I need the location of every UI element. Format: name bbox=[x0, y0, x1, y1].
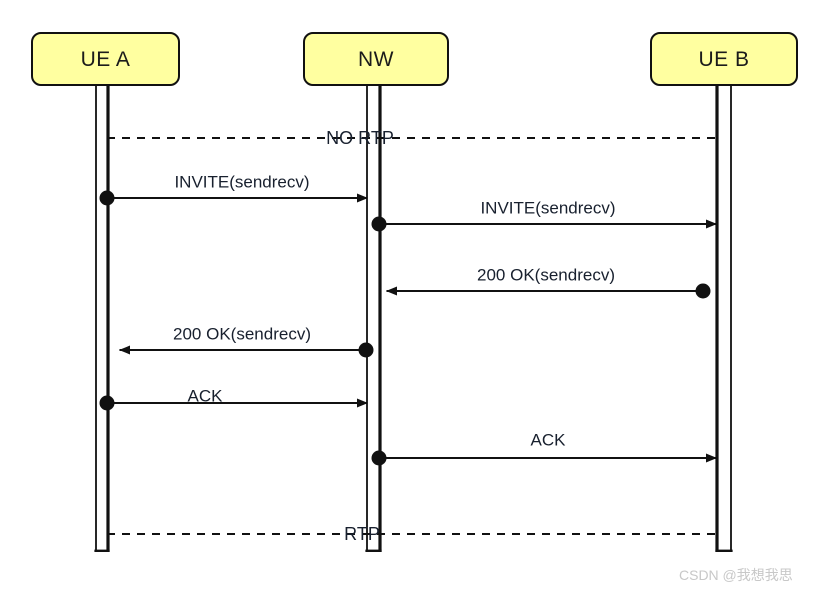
lifeline-nw-left bbox=[366, 86, 368, 552]
watermark: CSDN @我想我思 bbox=[679, 567, 793, 583]
lifeline-nw-right bbox=[378, 86, 382, 552]
lifeline-ue-a-bottom-cap bbox=[94, 549, 110, 552]
lifeline-ue-a-left bbox=[95, 86, 97, 552]
message-origin-dot-msg-1 bbox=[99, 190, 115, 206]
lifeline-ue-b-bottom-cap bbox=[715, 549, 733, 552]
message-origin-dot-msg-4 bbox=[358, 342, 374, 358]
lifeline-ue-a-right bbox=[106, 86, 110, 552]
message-origin-dot-msg-2 bbox=[371, 216, 387, 232]
note-label-no-rtp: NO RTP bbox=[326, 128, 394, 148]
participant-label-nw: NW bbox=[358, 47, 394, 71]
participant-box-ue-a[interactable]: UE A bbox=[31, 32, 180, 86]
participant-box-ue-b[interactable]: UE B bbox=[650, 32, 798, 86]
message-label-invite-nw-to-b: INVITE(sendrecv) bbox=[480, 198, 616, 218]
message-label-200ok-nw-to-a: 200 OK(sendrecv) bbox=[173, 324, 311, 344]
message-label-ack-a-to-nw: ACK bbox=[187, 386, 223, 406]
message-origin-dot-msg-5 bbox=[99, 395, 115, 411]
note-label-rtp: RTP bbox=[344, 524, 380, 544]
message-label-invite-a-to-nw: INVITE(sendrecv) bbox=[174, 172, 310, 192]
participant-label-ue-a: UE A bbox=[80, 47, 131, 71]
message-label-ack-nw-to-b: ACK bbox=[530, 430, 566, 450]
lifeline-ue-b-right bbox=[730, 86, 732, 552]
lifelines-group bbox=[94, 86, 733, 552]
lifeline-ue-b-left bbox=[715, 86, 719, 552]
participant-box-nw[interactable]: NW bbox=[303, 32, 449, 86]
lifeline-nw-bottom-cap bbox=[365, 549, 382, 552]
message-label-200ok-b-to-nw: 200 OK(sendrecv) bbox=[477, 265, 615, 285]
message-origin-dot-msg-3 bbox=[695, 283, 711, 299]
participant-label-ue-b: UE B bbox=[698, 47, 750, 71]
message-origin-dot-msg-6 bbox=[371, 450, 387, 466]
